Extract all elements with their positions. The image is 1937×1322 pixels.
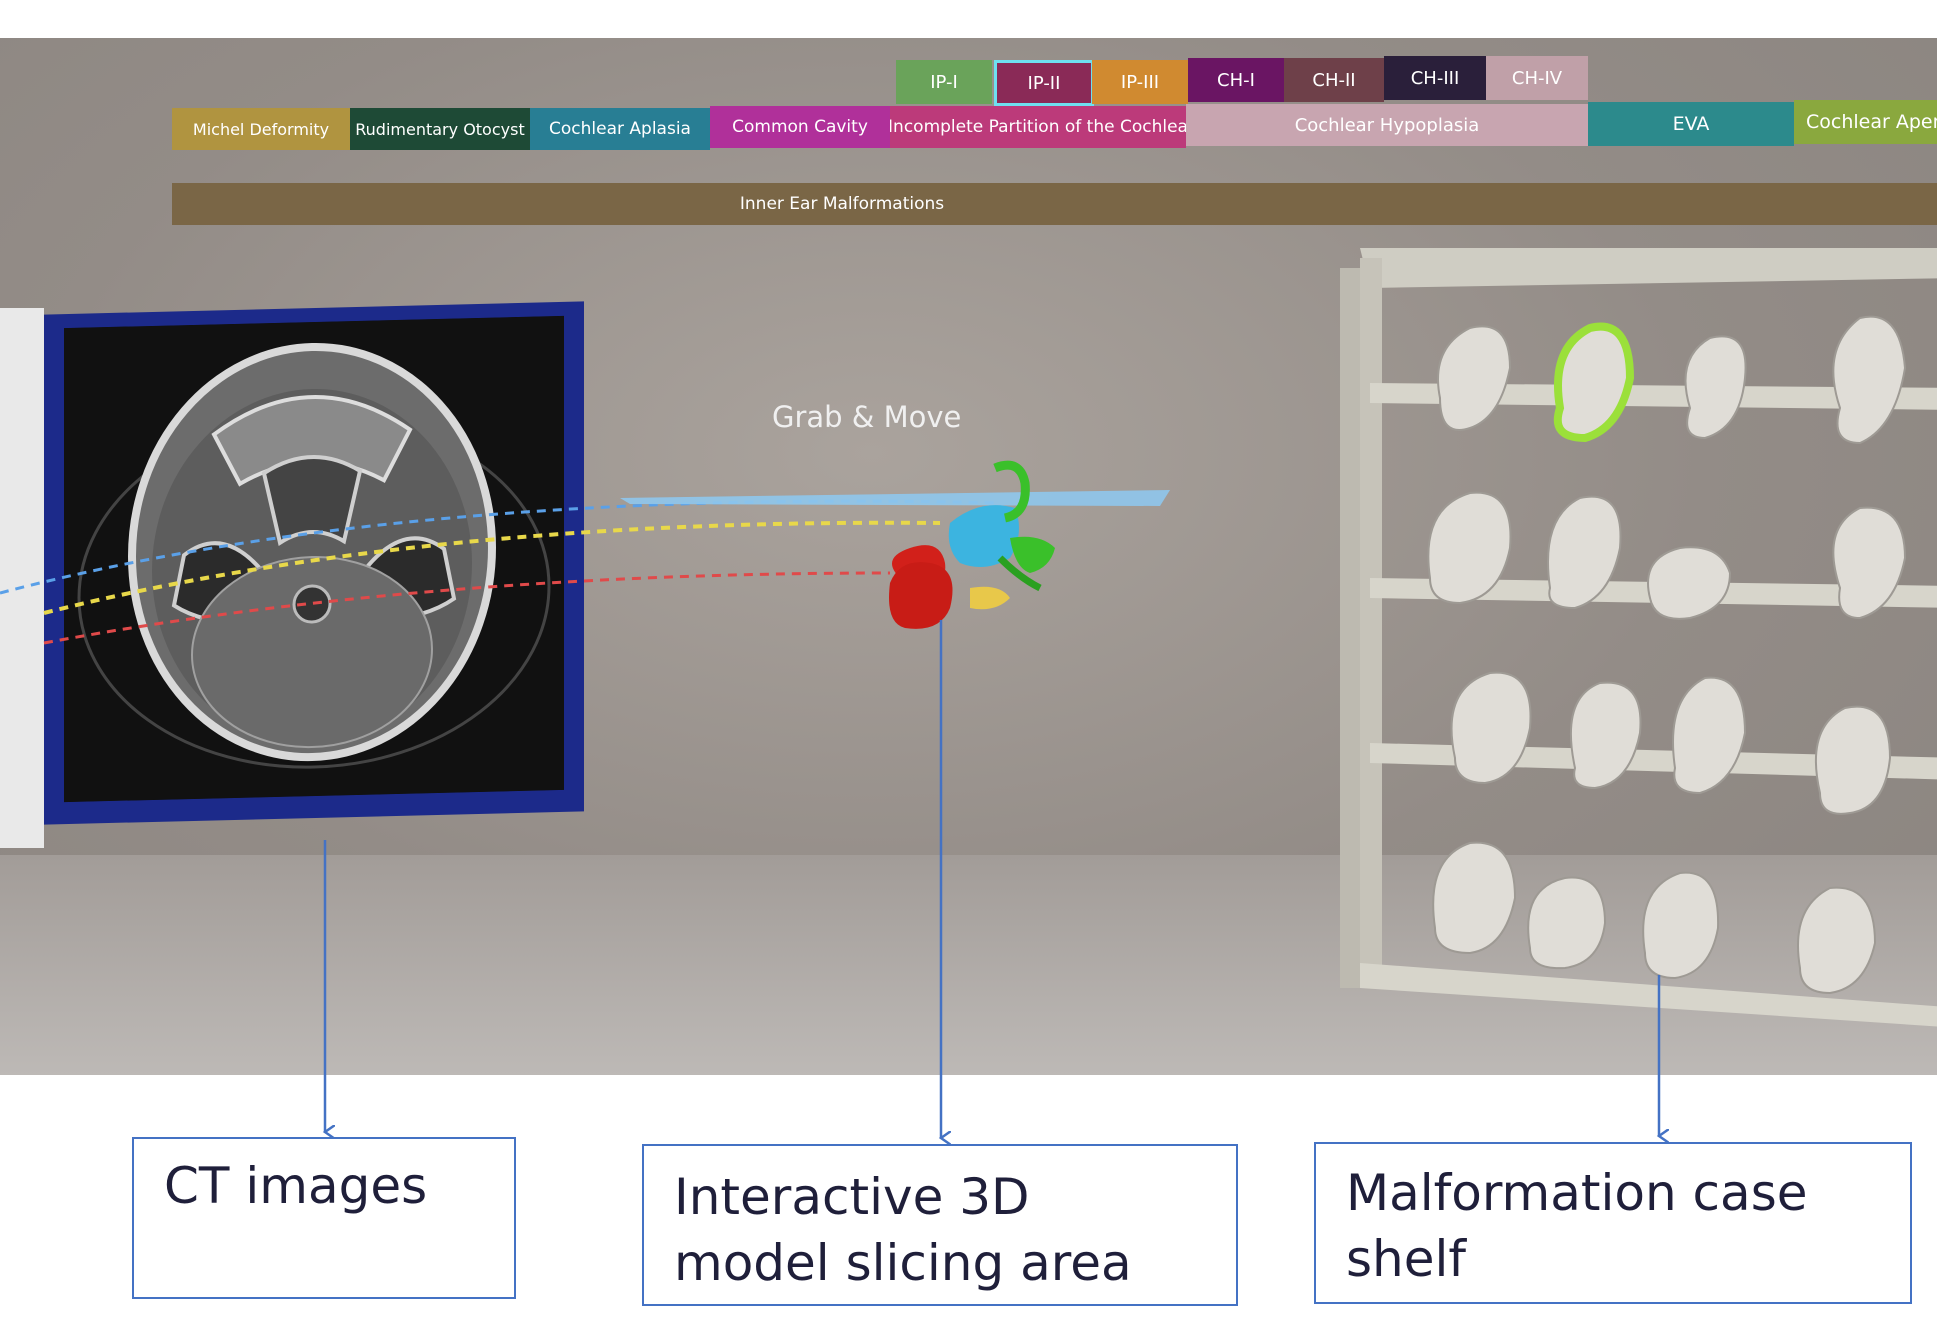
annotation-shelf-line2: shelf bbox=[1346, 1230, 1466, 1288]
case-model bbox=[1450, 671, 1532, 785]
menu-category-michel-deformity[interactable]: Michel Deformity bbox=[172, 108, 350, 150]
menu-subtype-ch-ii[interactable]: CH-II bbox=[1284, 58, 1384, 102]
grab-move-label: Grab & Move bbox=[772, 400, 962, 434]
menu-root-bar[interactable]: Inner Ear Malformations bbox=[172, 183, 1937, 225]
slicing-plane bbox=[620, 490, 1170, 506]
annotation-shelf-line1: Malformation case bbox=[1346, 1164, 1808, 1222]
case-model bbox=[1437, 325, 1512, 431]
menu-root-label: Inner Ear Malformations bbox=[739, 194, 945, 214]
menu-category-eva[interactable]: EVA bbox=[1588, 102, 1794, 146]
case-model bbox=[1814, 705, 1892, 815]
menu-category-incomplete-partition[interactable]: Incomplete Partition of the Cochlea bbox=[890, 106, 1186, 148]
menu-category-cochlear-aplasia[interactable]: Cochlear Aplasia bbox=[530, 108, 710, 150]
floor bbox=[0, 855, 1937, 1075]
annotation-case-shelf: Malformation case shelf bbox=[1314, 1142, 1912, 1304]
menu-subtype-ch-iii[interactable]: CH-III bbox=[1384, 56, 1486, 100]
case-model bbox=[1642, 871, 1720, 980]
menu-subtype-ch-iv[interactable]: CH-IV bbox=[1486, 56, 1588, 100]
menu-category-common-cavity[interactable]: Common Cavity bbox=[710, 106, 890, 148]
menu-subtype-ip-i[interactable]: IP-I bbox=[896, 60, 992, 104]
case-model bbox=[1684, 335, 1747, 440]
annotation-slicing-line2: model slicing area bbox=[674, 1234, 1132, 1292]
case-model bbox=[1647, 546, 1732, 620]
inner-ear-3d-model bbox=[889, 460, 1055, 629]
menu-subtype-ch-i[interactable]: CH-I bbox=[1188, 58, 1284, 102]
case-model bbox=[1672, 676, 1747, 795]
vr-scene: IP-I IP-II IP-III CH-I CH-II CH-III CH-I… bbox=[0, 38, 1937, 1075]
case-model bbox=[1547, 495, 1622, 610]
menu-subtype-ip-ii[interactable]: IP-II bbox=[994, 60, 1094, 106]
annotation-ct-text: CT images bbox=[164, 1157, 428, 1215]
menu-subtype-ip-iii[interactable]: IP-III bbox=[1092, 60, 1188, 104]
annotation-slicing-line1: Interactive 3D bbox=[674, 1168, 1030, 1226]
menu-category-cochlear-hypoplasia[interactable]: Cochlear Hypoplasia bbox=[1186, 104, 1588, 146]
slicing-area[interactable] bbox=[600, 438, 1200, 698]
menu-category-rudimentary-otocyst[interactable]: Rudimentary Otocyst bbox=[350, 108, 530, 150]
annotation-ct-images: CT images bbox=[132, 1137, 516, 1299]
case-model bbox=[1832, 506, 1907, 620]
case-model bbox=[1832, 315, 1907, 445]
menu-category-cochlear-aperture[interactable]: Cochlear Aperture bbox=[1794, 100, 1937, 144]
side-panel bbox=[0, 308, 44, 848]
case-model bbox=[1569, 681, 1642, 790]
case-model bbox=[1527, 876, 1607, 970]
case-model-selected bbox=[1553, 322, 1635, 443]
case-model bbox=[1427, 491, 1512, 605]
annotation-slicing-area: Interactive 3D model slicing area bbox=[642, 1144, 1238, 1306]
case-model bbox=[1797, 886, 1877, 995]
case-model bbox=[1432, 841, 1517, 955]
case-models[interactable] bbox=[1400, 288, 1937, 1008]
